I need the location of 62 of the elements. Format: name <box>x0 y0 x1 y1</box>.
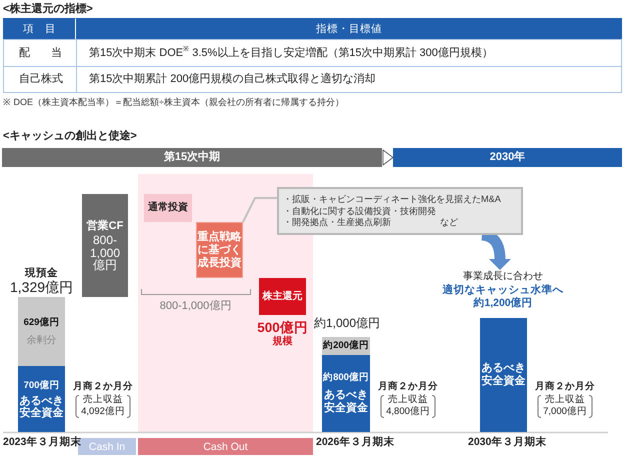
sales-note: 月商２か月分 <box>73 381 133 393</box>
value-label: 約800億円 <box>323 372 369 384</box>
bar-label: あるべき安全資金 <box>480 362 526 388</box>
callout-box <box>277 187 523 235</box>
safety-cash-bar <box>480 318 527 432</box>
investment-box <box>196 222 243 278</box>
operating-cf-bar <box>82 194 128 297</box>
band-label: 2030年 <box>490 151 526 164</box>
sales-note: 売上収益 4,800億円 <box>386 394 430 418</box>
bar-label: 現預金 <box>25 266 58 280</box>
investment-box <box>144 194 192 222</box>
target-text: 事業成長に合わせ <box>463 270 543 283</box>
footnote: ※ DOE（株主資本配当率）＝配当総額÷株主資本（親会社の所有者に帰属する持分） <box>3 97 344 108</box>
bullet-item: ・自動化に関する設備投資・技術開発 <box>283 206 436 217</box>
table-cell: 第15次中期累計 200億円規模の自己株式取得と適切な消却 <box>76 66 622 93</box>
cash-flow-band <box>138 438 313 455</box>
sales-note: 月商２か月分 <box>535 381 595 393</box>
section-heading: <株主還元の指標> <box>3 2 93 16</box>
bar-label: 営業CF <box>86 219 124 234</box>
value-label: 規模 <box>272 336 292 348</box>
surplus-bar-segment <box>322 337 370 355</box>
chevron-arrow <box>382 150 394 166</box>
safety-cash-bar-segment <box>322 355 370 432</box>
sales-note: 月商２か月分 <box>378 381 438 393</box>
callout-text: など <box>440 217 458 228</box>
bar-label: あるべき安全資金 <box>323 389 369 415</box>
shareholder-return-box <box>259 278 306 315</box>
table-cell: 自己株式 <box>3 66 77 93</box>
bar-label: あるべき安全資金 <box>18 394 64 418</box>
period-band <box>2 148 382 167</box>
value-label: 800-1,000億円 <box>88 234 122 272</box>
sales-note: 売上収益 7,000億円 <box>543 394 587 418</box>
period-label: 2023年３月期末 <box>3 436 82 448</box>
bullet-item: ・開発拠点・生産拠点刷新 <box>283 217 391 228</box>
value-label: 500億円 <box>257 320 308 334</box>
section-heading: <キャッシュの創出と使途> <box>3 130 137 143</box>
value-label: 1,329億円 <box>10 279 74 295</box>
table-header-cell: 指標・目標値 <box>76 18 622 40</box>
band-label: Cash Out <box>203 440 248 452</box>
table-cell: 第15次中期末 DOE$^{※}$ 3.5%以上を目指し安定増配（第15次中期累計 300億円規模） <box>76 39 622 67</box>
band-label: Cash In <box>88 440 126 452</box>
sales-note: 売上収益 4,092億円 <box>81 394 125 418</box>
box-label: 重点戦略に基づく成長投資 <box>197 230 242 270</box>
safety-cash-bar-segment <box>18 366 65 432</box>
table-cell: 配 当 <box>3 39 77 67</box>
band-label: 第15次中期 <box>164 151 220 164</box>
target-text: 適切なキャッシュ水準へ約1,200億円 <box>442 284 564 310</box>
value-label: 約200億円 <box>323 340 369 352</box>
box-label: 通常投資 <box>148 202 188 214</box>
box-label: 株主還元 <box>262 290 302 302</box>
value-label: 約1,000億円 <box>314 316 380 330</box>
period-band <box>393 148 622 167</box>
leader-line <box>242 197 277 222</box>
value-label: 700億円 <box>24 380 60 392</box>
bar-label: 余剰分 <box>26 334 56 346</box>
bullet-item: ・拡販・キャビンコーディネート強化を見据えたM&A <box>283 194 501 206</box>
period-label: 2026年３月期末 <box>316 436 394 448</box>
bracket-label: 800-1,000億円 <box>160 300 232 312</box>
value-label: 629億円 <box>24 316 60 328</box>
surplus-bar-segment <box>18 297 65 366</box>
table-header-cell: 項 目 <box>3 18 76 40</box>
period-label: 2030年３月期末 <box>468 436 546 448</box>
